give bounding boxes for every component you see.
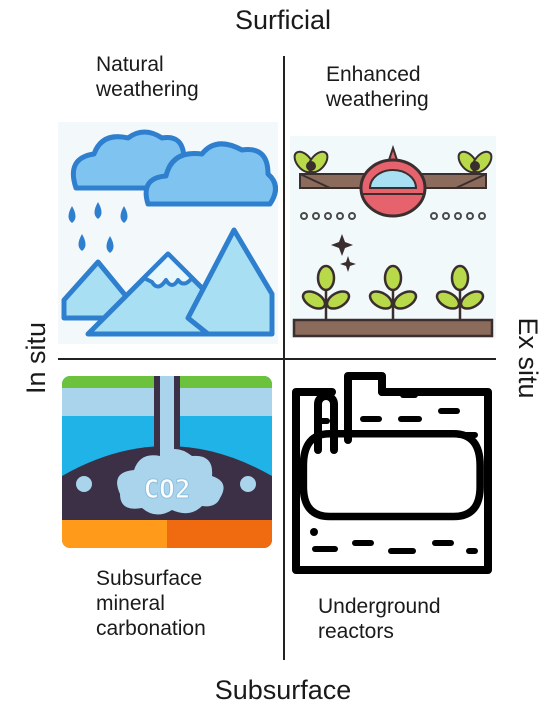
horizontal-divider xyxy=(58,358,496,360)
quadrant-label-underground-reactors: Underground reactors xyxy=(318,595,441,644)
axis-label-ex-situ: Ex situ xyxy=(513,317,544,399)
axis-label-subsurface: Subsurface xyxy=(214,675,352,705)
co2-label: CO2 xyxy=(144,475,191,505)
crop-duster-plane-plants-icon xyxy=(290,136,496,338)
axis-label-surficial: Surficial xyxy=(234,5,332,35)
quadrant-label-enhanced-weathering: Enhanced weathering xyxy=(326,63,429,112)
clouds-rain-mountains-icon xyxy=(58,122,278,344)
underground-co2-injection-icon: CO2 xyxy=(62,376,272,548)
axis-label-in-situ: In situ xyxy=(20,321,51,395)
underground-tank-reactor-icon xyxy=(292,372,492,574)
quadrant-label-subsurface-mineral-carbonation: Subsurface mineral carbonation xyxy=(96,567,206,641)
quadrant-label-natural-weathering: Natural weathering xyxy=(96,53,199,102)
